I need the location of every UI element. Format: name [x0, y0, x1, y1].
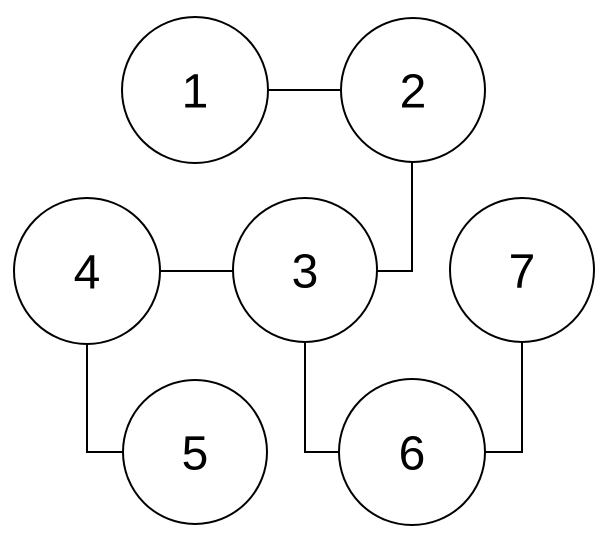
- graph-node-circle-1: [121, 16, 269, 164]
- graph-edge-3-6: [304, 342, 339, 453]
- graph-node-circle-5: [122, 379, 268, 525]
- graph-node-label-5: 5: [182, 427, 209, 480]
- graph-node-label-4: 4: [74, 246, 101, 299]
- graph-node-circle-2: [340, 17, 486, 163]
- graph-node-circle-3: [232, 197, 378, 343]
- graph-node-label-6: 6: [399, 427, 426, 480]
- graph-edge-2-3: [377, 162, 413, 272]
- graph-node-label-3: 3: [292, 245, 319, 298]
- graph-node-5: 5: [122, 379, 268, 525]
- graph-node-label-7: 7: [509, 245, 536, 298]
- graph-node-label-1: 1: [182, 65, 209, 118]
- graph-edge-7-6: [485, 342, 523, 453]
- graph-node-4: 4: [13, 197, 161, 345]
- graph-node-1: 1: [121, 16, 269, 164]
- graph-edge-4-5: [86, 344, 123, 453]
- graph-node-label-2: 2: [400, 65, 427, 118]
- graph-node-6: 6: [338, 378, 486, 526]
- graph-node-circle-4: [13, 197, 161, 345]
- graph-node-circle-7: [449, 197, 595, 343]
- graph-node-7: 7: [449, 197, 595, 343]
- graph-node-circle-6: [338, 378, 486, 526]
- graph-node-3: 3: [232, 197, 378, 343]
- graph-node-2: 2: [340, 17, 486, 163]
